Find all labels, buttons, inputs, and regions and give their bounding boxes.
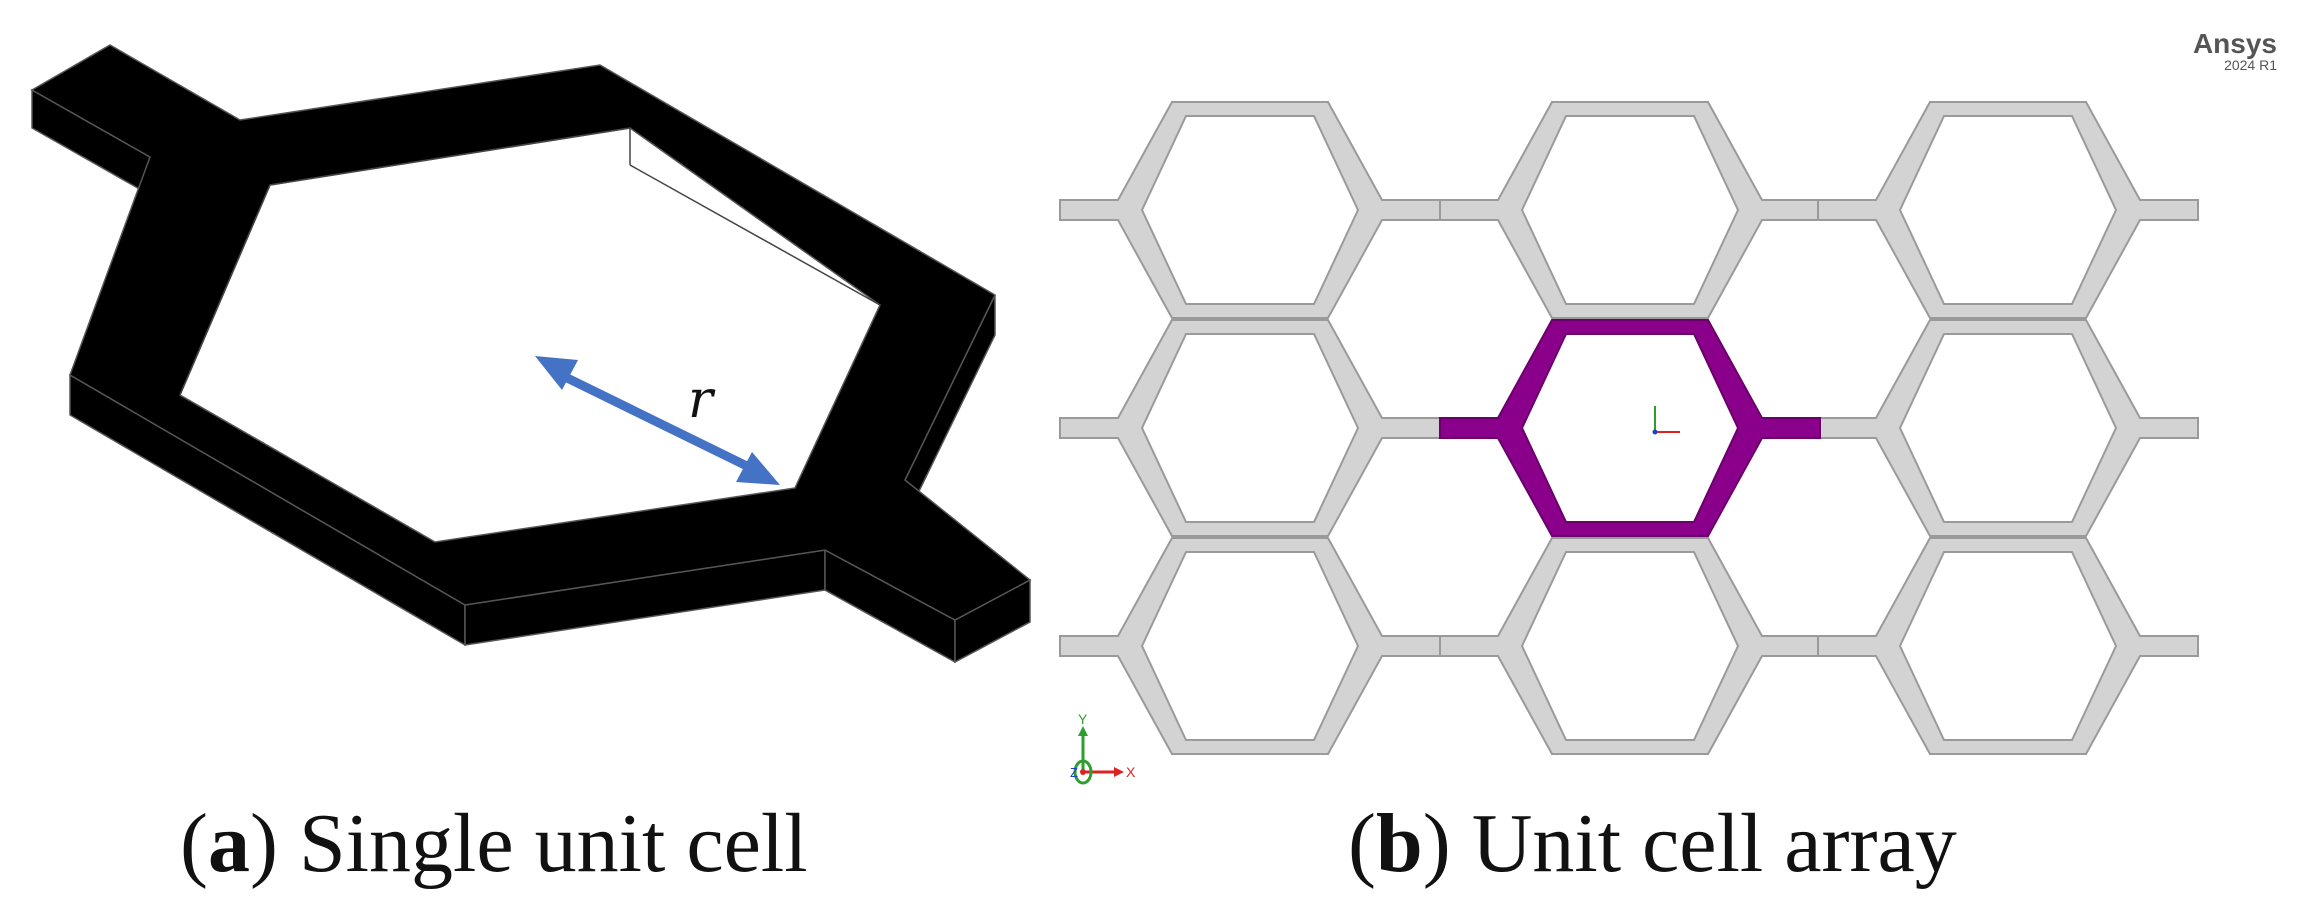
cell-top-face bbox=[30, 44, 1032, 621]
global-axis-triad-icon: Y X Z bbox=[1070, 711, 1136, 785]
unit-cell-array-panel: Y X Z Ansys 2024 R1 bbox=[1040, 0, 2297, 917]
caption-single-unit-cell: (a) Single unit cell bbox=[180, 797, 808, 890]
ansys-version-text: 2024 R1 bbox=[2224, 57, 2277, 73]
single-unit-cell-drawing bbox=[30, 44, 1032, 664]
cell-side-face-left bbox=[69, 373, 466, 647]
inner-bevel-top bbox=[179, 127, 631, 396]
radius-label: r bbox=[688, 370, 713, 430]
caption-b-letter: b bbox=[1375, 797, 1423, 890]
array-cell-r3c2 bbox=[1439, 537, 1821, 755]
array-cell-r1c2 bbox=[1439, 101, 1821, 319]
caption-b-text: Unit cell array bbox=[1471, 797, 1957, 890]
array-cell-r2c3 bbox=[1817, 319, 2199, 537]
axis-label-x: X bbox=[1126, 764, 1136, 780]
highlighted-center-cell bbox=[1439, 319, 1821, 537]
unit-cell-array-drawing: Y X Z bbox=[1059, 101, 2199, 785]
array-cell-r1c3 bbox=[1817, 101, 2199, 319]
array-cell-r3c3 bbox=[1817, 537, 2199, 755]
single-unit-cell-panel: r bbox=[0, 0, 1080, 917]
array-cell-r3c1 bbox=[1059, 537, 1441, 755]
array-cell-r1c1 bbox=[1059, 101, 1441, 319]
inner-bevel-right bbox=[629, 164, 881, 306]
local-triad-icon bbox=[1652, 406, 1680, 435]
array-cell-r2c1 bbox=[1059, 319, 1441, 537]
axis-label-z: Z bbox=[1070, 765, 1078, 780]
radius-arrow bbox=[535, 356, 780, 485]
ansys-logo: Ansys 2024 R1 bbox=[2192, 28, 2277, 73]
caption-a-text: Single unit cell bbox=[298, 797, 808, 890]
caption-a-letter: a bbox=[207, 797, 250, 890]
axis-label-y: Y bbox=[1078, 711, 1088, 727]
caption-unit-cell-array: (b) Unit cell array bbox=[1348, 797, 1957, 890]
ansys-brand-text: Ansys bbox=[2192, 28, 2277, 59]
